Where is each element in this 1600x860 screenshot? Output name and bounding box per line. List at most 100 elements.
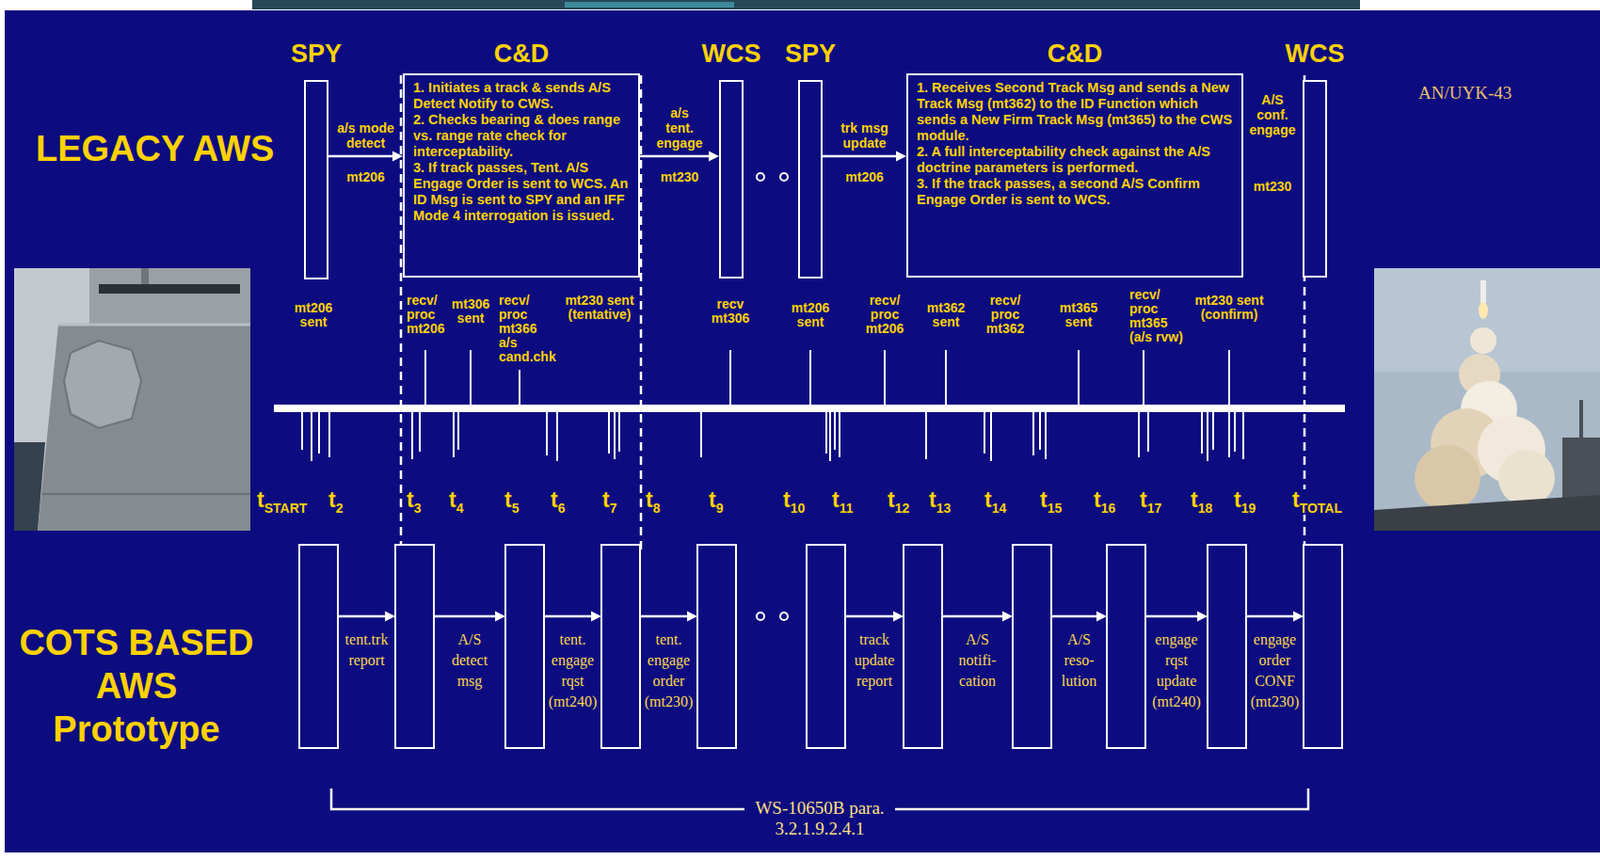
continuation-dot [756, 173, 765, 181]
time-mark: t4 [448, 489, 464, 515]
ship-superstructure [37, 324, 251, 531]
step-text: 1. Receives Second Track Msg and sends a… [916, 80, 1233, 144]
connector-line [640, 155, 710, 159]
deck-edge [58, 323, 251, 327]
arrowhead [392, 151, 403, 162]
time-mark: tSTART [256, 489, 307, 515]
step-text: 3. If the track passes, a second A/S Con… [916, 176, 1233, 208]
timeline-event: mt206 sent [786, 301, 834, 330]
time-mark: t7 [602, 489, 617, 515]
continuation-dot [780, 173, 788, 181]
computer-name: AN/UYK-43 [1418, 82, 1512, 104]
subsystem-name: C&D [1047, 39, 1104, 68]
time-mark: t19 [1233, 489, 1256, 515]
photo-sky [14, 268, 251, 531]
time-mark: t12 [887, 489, 910, 515]
subsystem-box: SPY [798, 80, 823, 279]
message-name: A/S notifi-cation [951, 629, 1005, 692]
time-mark: t16 [1093, 489, 1116, 515]
ship-mast [1579, 400, 1584, 438]
box-body: 1. Receives Second Track Msg and sends a… [908, 75, 1242, 213]
time-mark: t14 [984, 489, 1007, 515]
time-mark: t18 [1190, 489, 1213, 515]
arrowhead [384, 611, 1304, 623]
step-text: 2. Checks bearing & does range vs. range… [413, 112, 630, 160]
subsystem-box: C&D1. Initiates a track & sends A/S Dete… [402, 73, 640, 278]
screen-strip [564, 1, 735, 8]
message-name: trk msg update [832, 120, 898, 151]
message-name: a/s mode detect [336, 120, 396, 151]
smoke [1414, 445, 1481, 512]
timeline-event: mt306 sent [447, 297, 495, 326]
subsystem-name: SPY [784, 39, 836, 68]
message-name: tent.trk report [340, 629, 394, 672]
background-panel [4, 10, 1600, 853]
screen-strip [252, 0, 1360, 10]
message-arrow [337, 615, 1295, 619]
timeline-axis [273, 404, 1345, 413]
message-connector [640, 151, 720, 162]
hull-line [42, 493, 251, 496]
message-name: tent. engage order (mt230) [642, 629, 696, 713]
connector-line [328, 155, 394, 159]
time-mark: t2 [328, 489, 343, 515]
continuation-dot [756, 612, 765, 621]
time-mark: t8 [645, 489, 660, 515]
row-title: COTS BASED AWS Prototype [11, 621, 262, 752]
time-mark: t5 [504, 489, 519, 515]
ship-mast [141, 268, 149, 285]
timeline-event: recv mt306 [706, 297, 754, 326]
timeline-event: mt362 sent [922, 301, 970, 330]
message-type: mt230 [660, 169, 699, 185]
message-type: mt206 [346, 169, 384, 185]
time-mark: tTOTAL [1292, 489, 1343, 515]
subsystem-name: WCS [1285, 39, 1345, 68]
row-title: LEGACY AWS [35, 128, 274, 170]
time-mark: t15 [1040, 489, 1062, 515]
timeline-event: recv/ proc mt365 (a/s rvw) [1129, 288, 1188, 345]
timeline-event: recv/ proc mt366 a/s cand.chk [498, 293, 558, 365]
subsystem-name: WCS [702, 39, 762, 68]
bridge-windows [98, 284, 240, 294]
subsystem-name: C&D [494, 39, 550, 68]
step-text: 3. If track passes, Tent. A/S Engage Ord… [413, 160, 630, 224]
step-text: 2. A full interceptability check against… [916, 144, 1233, 176]
subsystem-box: C&D1. Receives Second Track Msg and send… [906, 73, 1244, 278]
radar-array [64, 340, 142, 429]
timeline-event: recv/ proc mt362 [981, 293, 1029, 336]
smoke [1498, 449, 1555, 507]
time-mark: t17 [1139, 489, 1162, 515]
message-name: engage rqst update (mt240) [1150, 629, 1203, 713]
time-mark: t11 [832, 489, 853, 515]
ship-superstructure [1562, 437, 1600, 499]
message-connector [328, 151, 403, 162]
step-text: 1. Initiates a track & sends A/S Detect … [413, 80, 630, 112]
subsystem-box: WCS [719, 80, 744, 279]
message-name: track update report [848, 629, 901, 692]
subsystem-box: WCS [1302, 80, 1328, 278]
time-mark: t9 [708, 489, 723, 515]
subsystem-box: SPY [304, 80, 329, 280]
box-body: 1. Initiates a track & sends A/S Detect … [404, 75, 639, 229]
timeline-event: mt206 sent [289, 301, 337, 330]
time-mark: t3 [406, 489, 421, 515]
ship-deck [1374, 495, 1600, 531]
message-type: mt230 [1253, 178, 1292, 194]
arrowhead [896, 151, 907, 162]
ship-bridge [89, 268, 251, 325]
message-name: a/s tent. engage [655, 105, 704, 151]
timeline-event: mt365 sent [1055, 301, 1103, 330]
timeline-tick [302, 412, 1244, 462]
connector-line [822, 155, 897, 159]
exhaust-flame [1478, 302, 1488, 320]
continuation-dot [780, 612, 788, 621]
photo-sky [1374, 268, 1600, 531]
cots-module-box [299, 544, 1343, 749]
message-name: engage order CONF (mt230) [1248, 629, 1302, 713]
message-connector [822, 151, 907, 162]
smoke [1470, 327, 1497, 354]
message-name: A/S reso-lution [1053, 629, 1106, 692]
message-name: A/S conf. engage [1248, 92, 1297, 138]
missile-photo [1374, 268, 1600, 531]
time-mark: t6 [550, 489, 565, 515]
